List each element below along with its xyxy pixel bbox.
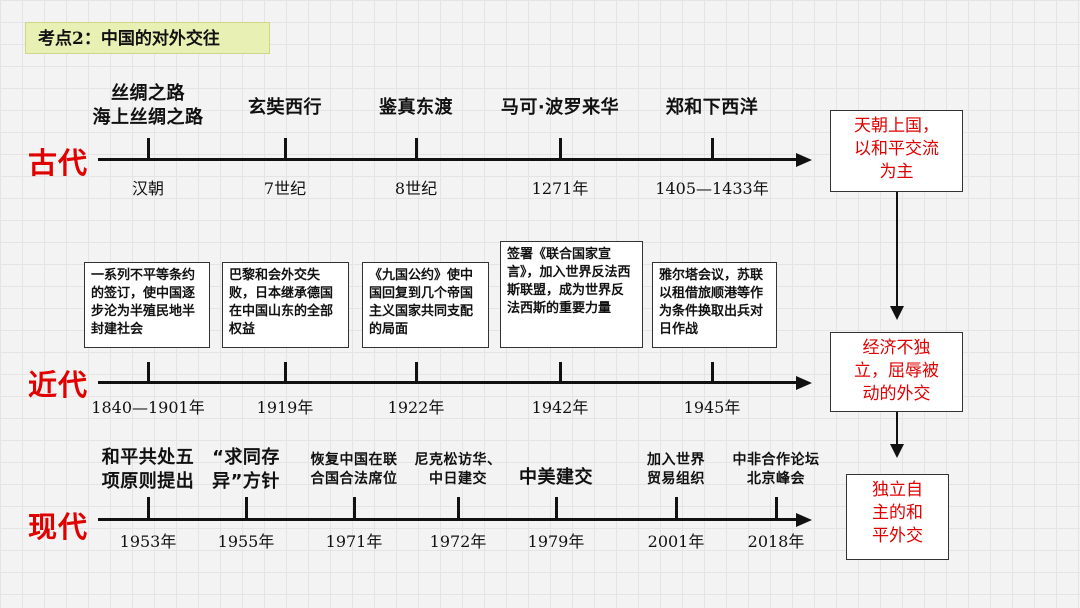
- modern-event-box: 《九国公约》使中国回复到几个帝国主义国家共同支配的局面: [362, 262, 489, 348]
- flow-arrow-1-head: [890, 306, 904, 320]
- contemporary-event-date: 2001年: [647, 532, 705, 551]
- summary-modern: 经济不独 立，屈辱被 动的外交: [830, 332, 963, 412]
- summary-contemporary-text: 独立自 主的和 平外交: [872, 480, 923, 546]
- ancient-tick: [284, 138, 287, 160]
- contemporary-tick: [457, 497, 460, 519]
- modern-tick: [415, 362, 418, 384]
- ancient-event-title: 鉴真东渡: [379, 97, 453, 118]
- arrow-head-contemporary: [796, 513, 812, 527]
- contemporary-tick: [245, 497, 248, 519]
- modern-tick: [147, 362, 150, 384]
- modern-event-box: 雅尔塔会议，苏联以租借旅顺港等作为条件换取出兵对日作战: [652, 262, 777, 348]
- contemporary-event-title: “求同存 异”方针: [212, 447, 280, 492]
- modern-event-date: 1942年: [531, 398, 589, 417]
- modern-event-box: 一系列不平等条约的签订，使中国逐步沦为半殖民地半封建社会: [84, 262, 210, 348]
- contemporary-tick: [775, 497, 778, 519]
- flow-arrow-2-head: [890, 444, 904, 458]
- modern-tick: [284, 362, 287, 384]
- ancient-tick: [711, 138, 714, 160]
- ancient-tick: [415, 138, 418, 160]
- arrow-head-modern: [796, 376, 812, 390]
- ancient-event-date: 汉朝: [131, 179, 165, 198]
- ancient-event-date: 8世纪: [394, 179, 438, 198]
- modern-event-date: 1945年: [683, 398, 741, 417]
- contemporary-event-title: 加入世界 贸易组织: [647, 452, 705, 487]
- contemporary-tick: [353, 497, 356, 519]
- timeline-axis-contemporary: [98, 518, 798, 521]
- page-title: 考点2：中国的对外交往: [25, 22, 270, 54]
- modern-tick: [559, 362, 562, 384]
- ancient-event-title: 郑和下西洋: [665, 97, 759, 118]
- contemporary-event-date: 1955年: [217, 532, 275, 551]
- flow-arrow-2-line: [896, 412, 898, 446]
- contemporary-event-date: 1971年: [325, 532, 383, 551]
- ancient-tick: [147, 138, 150, 160]
- contemporary-event-title: 恢复中国在联 合国合法席位: [310, 452, 398, 487]
- contemporary-event-title: 中非合作论坛 北京峰会: [732, 452, 820, 487]
- summary-ancient-text: 天朝上国， 以和平交流 为主: [854, 116, 939, 182]
- contemporary-event-date: 2018年: [747, 532, 805, 551]
- contemporary-tick: [675, 497, 678, 519]
- contemporary-event-title: 尼克松访华、 中日建交: [414, 452, 502, 487]
- summary-contemporary: 独立自 主的和 平外交: [846, 474, 949, 560]
- modern-event-date: 1840—1901年: [91, 398, 205, 417]
- summary-modern-text: 经济不独 立，屈辱被 动的外交: [854, 338, 939, 404]
- era-label-ancient: 古代: [28, 146, 89, 180]
- summary-ancient: 天朝上国， 以和平交流 为主: [830, 110, 963, 192]
- ancient-event-date: 7世纪: [263, 179, 307, 198]
- contemporary-tick: [555, 497, 558, 519]
- contemporary-event-date: 1979年: [527, 532, 585, 551]
- modern-tick: [711, 362, 714, 384]
- timeline-axis-modern: [98, 381, 798, 384]
- ancient-event-date: 1271年: [531, 179, 589, 198]
- modern-event-date: 1919年: [256, 398, 314, 417]
- ancient-event-date: 1405—1433年: [655, 179, 769, 198]
- contemporary-event-date: 1972年: [429, 532, 487, 551]
- modern-event-date: 1922年: [387, 398, 445, 417]
- era-label-contemporary: 现代: [28, 510, 89, 544]
- contemporary-event-title: 和平共处五 项原则提出: [101, 447, 195, 492]
- era-label-modern: 近代: [28, 368, 89, 402]
- ancient-event-title: 玄奘西行: [248, 97, 322, 118]
- modern-event-box: 签署《联合国家宣言》，加入世界反法西斯联盟，成为世界反法西斯的重要力量: [500, 241, 643, 348]
- contemporary-event-date: 1953年: [119, 532, 177, 551]
- arrow-head-ancient: [796, 153, 812, 167]
- ancient-event-title: 马可·波罗来华: [500, 97, 620, 118]
- ancient-tick: [559, 138, 562, 160]
- timeline-axis-ancient: [98, 158, 798, 161]
- ancient-event-title: 丝绸之路 海上丝绸之路: [92, 83, 204, 128]
- modern-event-box: 巴黎和会外交失败，日本继承德国在中国山东的全部权益: [222, 262, 349, 348]
- contemporary-tick: [147, 497, 150, 519]
- flow-arrow-1-line: [896, 192, 898, 308]
- contemporary-event-title: 中美建交: [519, 467, 593, 488]
